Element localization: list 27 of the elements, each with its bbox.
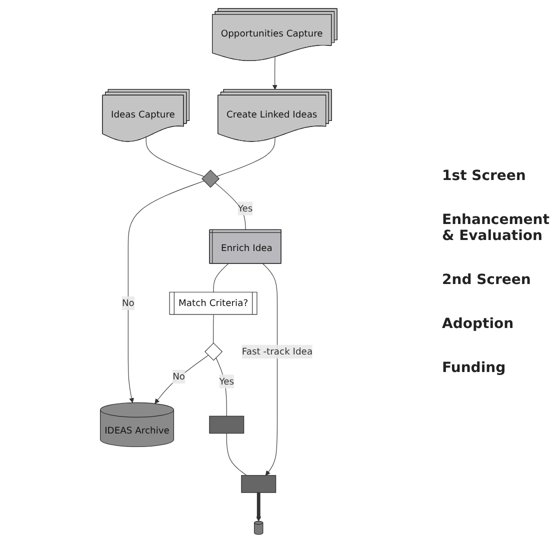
node-diamond (204, 342, 223, 361)
connector (213, 314, 214, 344)
edge-label: No (172, 370, 186, 382)
node-box (241, 475, 276, 493)
connector (216, 357, 228, 416)
stage-label: 1st Screen (442, 168, 527, 184)
node-diamond (202, 170, 220, 188)
arrow (128, 180, 205, 403)
edge-label: Yes (220, 376, 234, 387)
arrow (256, 492, 262, 522)
edge-label: No (122, 298, 135, 308)
node-box (209, 416, 244, 434)
node-cylinder (254, 520, 264, 535)
stage-label: Adoption (442, 316, 515, 332)
arrow (262, 263, 278, 476)
connector (216, 137, 276, 177)
connector (146, 137, 205, 177)
connector (214, 182, 246, 230)
arrow (272, 56, 278, 90)
edge-label: Fast -track Idea (242, 346, 313, 357)
stage-label: Enhancement & Evaluation (442, 212, 550, 244)
edge-label: Yes (238, 202, 253, 214)
stage-label: Funding (442, 360, 507, 376)
arrow (154, 355, 209, 404)
connector (226, 433, 248, 476)
stage-label: 2nd Screen (442, 272, 532, 288)
connector (214, 263, 229, 293)
